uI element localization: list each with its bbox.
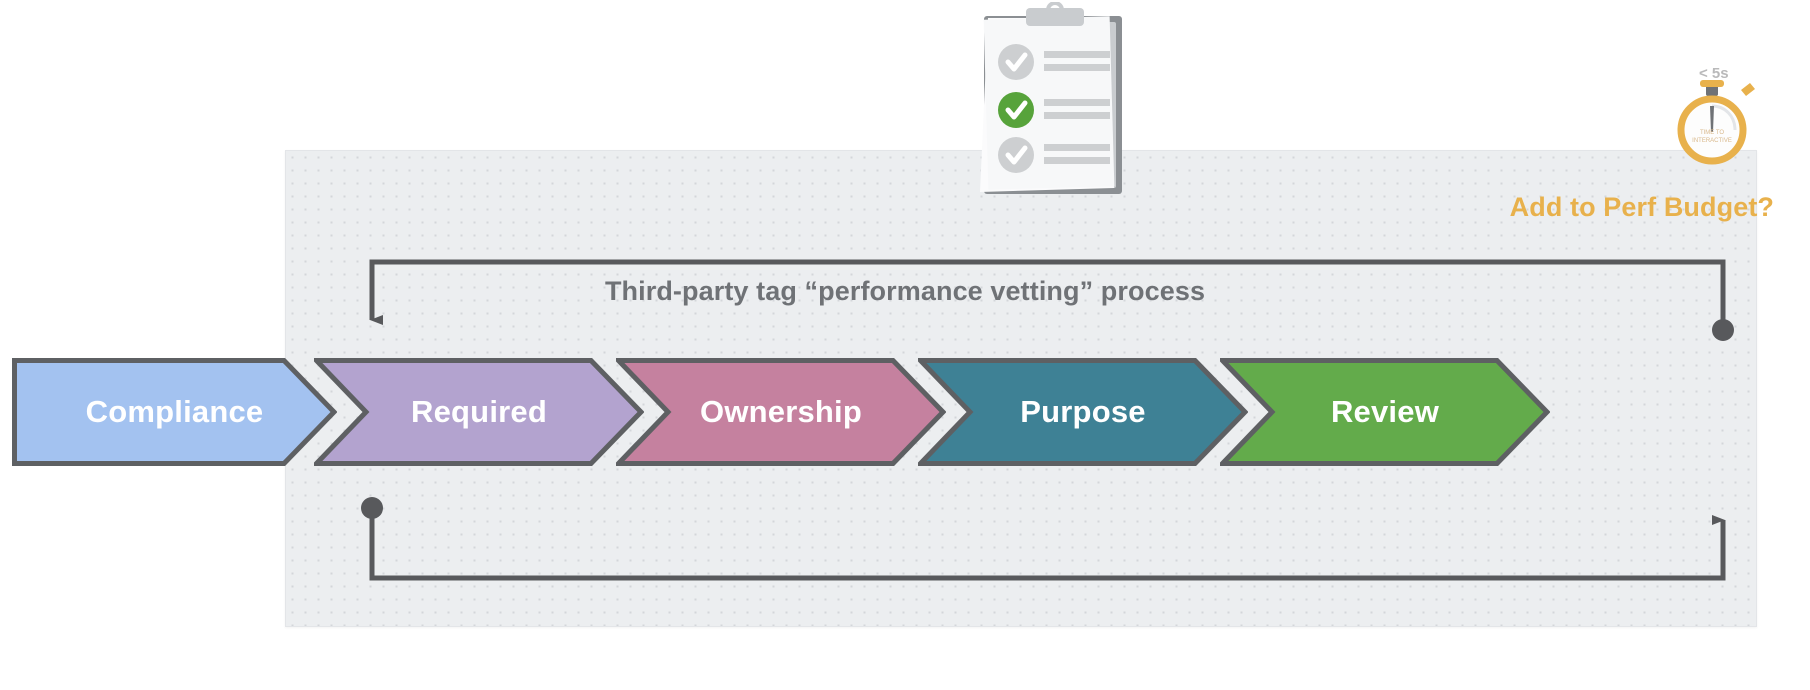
process-step-row: Compliance Required Ownership Purpose Re: [0, 358, 1810, 466]
chevron-shape: [12, 358, 337, 466]
stopwatch-dial-line-2: INTERACTIVE: [1692, 138, 1732, 144]
process-step-ownership[interactable]: Ownership: [616, 358, 946, 466]
checklist-item-2-active: [998, 92, 1110, 128]
process-step-review[interactable]: Review: [1220, 358, 1550, 466]
process-title: Third-party tag “performance vetting” pr…: [604, 276, 1206, 306]
bottom-feedback-loop: [361, 497, 1726, 581]
chevron-shape: [314, 358, 644, 466]
checklist-item-1: [998, 44, 1110, 80]
top-loop-start-dot: [1712, 319, 1734, 341]
stopwatch-icon: < 5s TIME TO INTERACTIVE: [1677, 65, 1755, 165]
chevron-shape: [918, 358, 1248, 466]
bottom-loop-start-dot: [361, 497, 383, 519]
perf-budget-callout: Add to Perf Budget?: [1509, 192, 1774, 222]
stopwatch-dial-line-1: TIME TO: [1700, 130, 1724, 136]
process-step-compliance[interactable]: Compliance: [12, 358, 337, 466]
chevron-shape: [1220, 358, 1550, 466]
chevron-shape: [616, 358, 946, 466]
process-step-purpose[interactable]: Purpose: [918, 358, 1248, 466]
stopwatch-label: < 5s: [1699, 65, 1729, 82]
process-step-required[interactable]: Required: [314, 358, 644, 466]
clipboard-checklist-icon: [980, 2, 1122, 194]
top-feedback-loop: [369, 259, 1734, 341]
checklist-item-3: [998, 137, 1110, 173]
